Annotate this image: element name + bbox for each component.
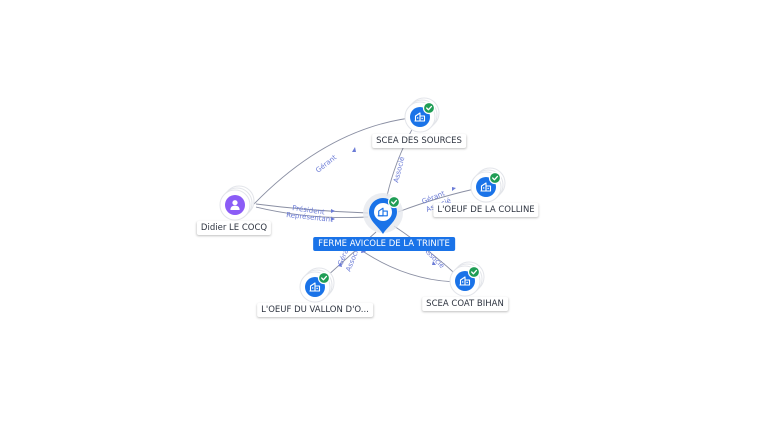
edge-label-didier-sources: Gérant bbox=[314, 153, 338, 174]
edge-label-didier-center-2: Représentant bbox=[286, 211, 334, 224]
arrowhead bbox=[432, 261, 436, 265]
arrowhead bbox=[338, 262, 342, 267]
node-label-vallon[interactable]: L'OEUF DU VALLON D'O... bbox=[257, 303, 373, 317]
arrowhead bbox=[352, 147, 356, 152]
node-ferme-avicole[interactable] bbox=[363, 193, 403, 234]
person-icon bbox=[230, 200, 240, 210]
edge-arrows bbox=[331, 147, 456, 267]
verified-badge-icon bbox=[488, 171, 502, 185]
node-didier-le-cocq[interactable] bbox=[219, 185, 255, 221]
verified-badge-icon bbox=[387, 195, 401, 209]
graph-edges bbox=[253, 116, 485, 287]
node-label-colline[interactable]: L'OEUF DE LA COLLINE bbox=[433, 203, 539, 217]
node-oeuf-du-vallon[interactable] bbox=[299, 267, 335, 303]
building-icon bbox=[377, 207, 388, 217]
node-label-bihan[interactable]: SCEA COAT BIHAN bbox=[422, 297, 508, 311]
node-oeuf-de-la-colline[interactable] bbox=[470, 167, 506, 203]
node-label-sources[interactable]: SCEA DES SOURCES bbox=[372, 134, 466, 148]
arrowhead bbox=[331, 209, 335, 213]
verified-badge-icon bbox=[422, 101, 436, 115]
edge-didier-center-2 bbox=[255, 206, 369, 219]
node-scea-des-sources[interactable] bbox=[404, 97, 440, 133]
arrowhead bbox=[331, 217, 335, 221]
verified-badge-icon bbox=[317, 271, 331, 285]
arrowhead bbox=[452, 187, 456, 191]
node-label-center[interactable]: FERME AVICOLE DE LA TRINITE bbox=[313, 237, 455, 251]
node-label-didier[interactable]: Didier LE COCQ bbox=[196, 221, 272, 235]
edge-didier-center-1 bbox=[255, 203, 369, 214]
verified-badge-icon bbox=[467, 265, 481, 279]
edge-label-center-sources: Associé bbox=[392, 156, 406, 184]
edge-didier-sources bbox=[253, 116, 419, 205]
node-scea-coat-bihan[interactable] bbox=[449, 261, 485, 297]
